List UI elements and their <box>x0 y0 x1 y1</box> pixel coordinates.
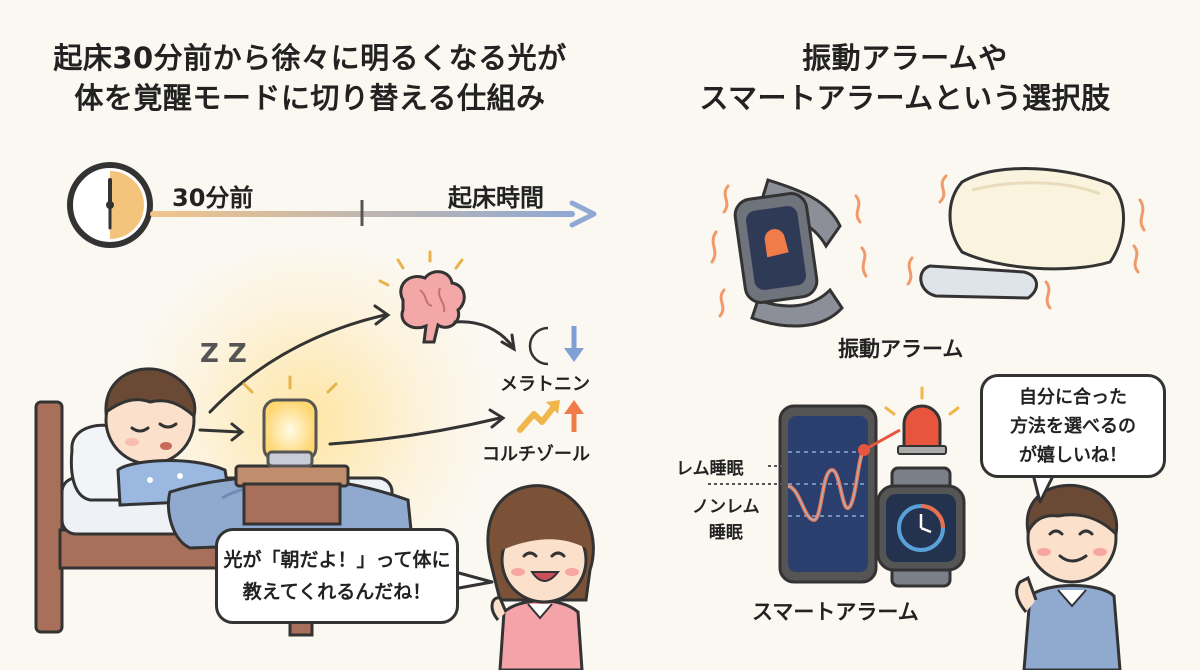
left-speech-line2: 教えてくれるんだね！ <box>242 581 432 603</box>
right-title: 振動アラームや スマートアラームという選択肢 <box>625 38 1185 118</box>
nonrem-line1: ノンレム <box>692 497 760 517</box>
left-bubble-tail <box>447 568 494 592</box>
boy-character <box>1015 483 1122 670</box>
nonrem-line2: 睡眠 <box>708 523 743 543</box>
nightstand <box>234 464 350 526</box>
smartwatch-icon <box>876 466 966 588</box>
arrow-up-icon <box>564 400 584 432</box>
right-illustration <box>708 167 1146 670</box>
brain-icon <box>378 250 466 344</box>
flow-arrows <box>198 304 516 446</box>
vibration-pad-icon <box>906 256 1052 310</box>
right-speech-line1: 自分に合った <box>1019 386 1127 408</box>
cortisol-label: コルチゾール <box>482 444 590 465</box>
girl-character <box>486 484 595 670</box>
left-title-line2: 体を覚醒モードに切り替える仕組み <box>74 81 546 115</box>
moon-icon <box>528 326 549 366</box>
smartphone-icon <box>778 404 901 584</box>
right-title-line1: 振動アラームや <box>802 41 1008 75</box>
right-bubble-tail <box>1030 469 1058 504</box>
timeline-start-label: 30分前 <box>172 184 254 212</box>
right-speech-line3: が嬉しいね！ <box>1019 444 1127 466</box>
lamp-icon <box>242 375 338 468</box>
right-title-line2: スマートアラームという選択肢 <box>699 81 1111 115</box>
vibration-alarm-label: 振動アラーム <box>838 337 964 361</box>
left-speech-line1: 光が「朝だよ！」って体に <box>223 549 451 571</box>
right-speech-bubble: 自分に合った 方法を選べるの が嬉しいね！ <box>980 374 1166 478</box>
nonrem-sleep-label: ノンレム 睡眠 <box>692 494 760 546</box>
timeline-arrow <box>150 200 597 228</box>
smart-band-icon <box>710 178 868 328</box>
clock-icon <box>67 162 153 248</box>
timeline-end-label: 起床時間 <box>448 184 544 212</box>
rem-sleep-label: レム睡眠 <box>676 459 744 479</box>
right-speech-line2: 方法を選べるの <box>1010 415 1136 437</box>
left-title: 起床30分前から徐々に明るくなる光が 体を覚醒モードに切り替える仕組み <box>20 38 600 118</box>
pillow-icon <box>938 167 1146 274</box>
arrow-down-icon <box>564 326 584 362</box>
rising-chart-icon <box>517 400 560 433</box>
alarm-bell-icon <box>884 386 960 455</box>
left-speech-bubble: 光が「朝だよ！」って体に 教えてくれるんだね！ <box>215 528 459 624</box>
smart-alarm-label: スマートアラーム <box>752 600 919 624</box>
melatonin-label: メラトニン <box>500 374 590 395</box>
sleep-symbol: Z Z <box>200 339 247 369</box>
left-title-line1: 起床30分前から徐々に明るくなる光が <box>53 41 567 75</box>
